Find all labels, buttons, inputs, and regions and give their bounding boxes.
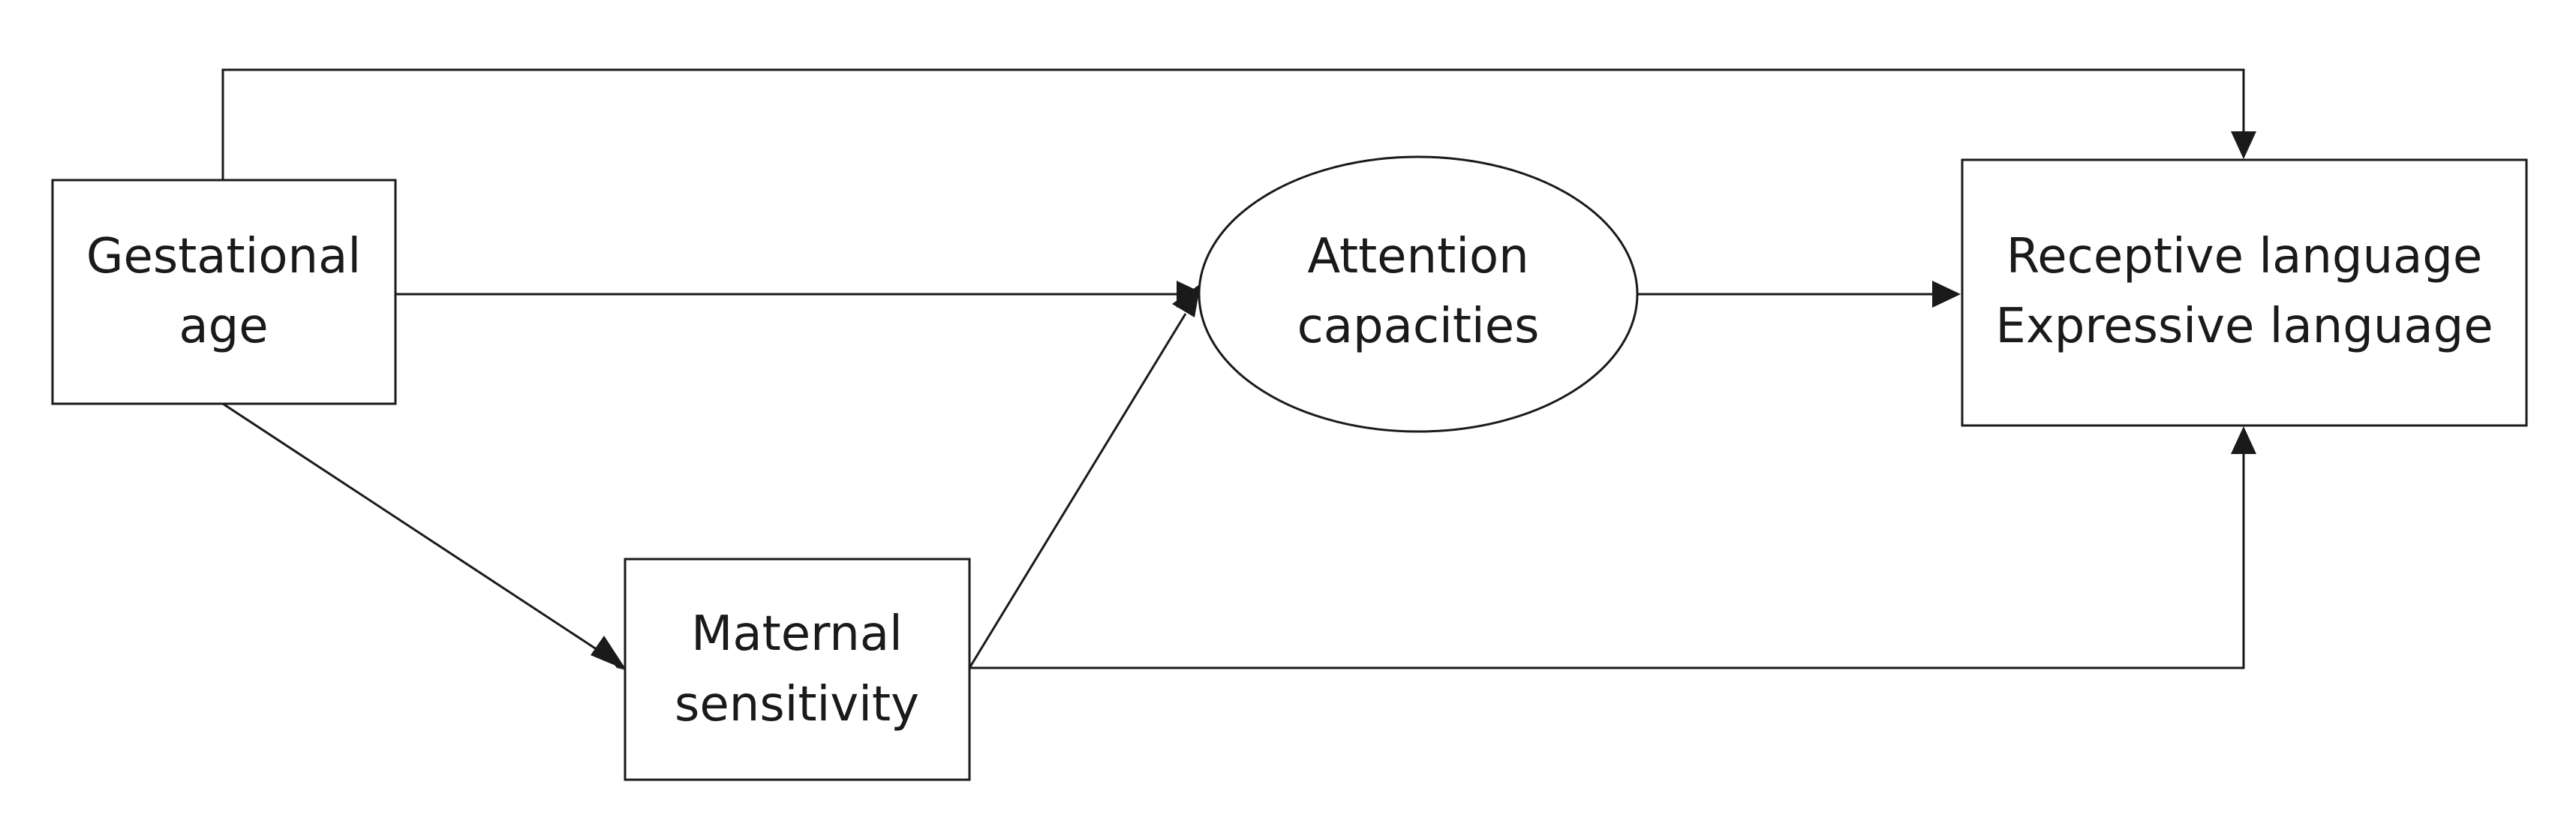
node-attention-capacities-line1: Attention	[1307, 229, 1528, 284]
node-language-outcomes-line1: Receptive language	[2006, 229, 2483, 284]
arrowhead-attention-to-language	[1932, 281, 1961, 308]
node-attention-capacities-line2: capacities	[1297, 299, 1540, 354]
node-attention-capacities: Attention capacities	[1198, 155, 1639, 433]
edge-maternal-to-attention	[968, 313, 1187, 669]
node-attention-capacities-ellipse	[1198, 155, 1639, 433]
node-language-outcomes: Receptive language Expressive language	[1961, 158, 2528, 427]
node-language-outcomes-box	[1961, 158, 2528, 427]
node-gestational-age: Gestational age	[51, 179, 397, 405]
edges	[221, 68, 2256, 670]
node-maternal-sensitivity-line1: Maternal	[691, 606, 903, 662]
node-maternal-sensitivity-box	[624, 558, 971, 781]
node-gestational-age-line2: age	[179, 299, 268, 354]
edge-gestational-age-to-language	[221, 68, 2245, 180]
edge-maternal-to-language	[969, 454, 2245, 669]
node-language-outcomes-line2: Expressive language	[1995, 299, 2493, 354]
arrowhead-gestational-age-to-language	[2231, 131, 2256, 159]
node-maternal-sensitivity-line2: sensitivity	[675, 677, 919, 732]
node-gestational-age-box	[51, 179, 397, 405]
node-gestational-age-line1: Gestational	[86, 229, 361, 284]
node-maternal-sensitivity: Maternal sensitivity	[624, 558, 971, 781]
arrowhead-gestational-age-to-maternal-tip	[591, 636, 627, 670]
edge-gestational-age-to-maternal	[222, 402, 609, 658]
arrowhead-maternal-to-attention	[1172, 284, 1201, 317]
arrowhead-maternal-to-language	[2231, 426, 2256, 454]
